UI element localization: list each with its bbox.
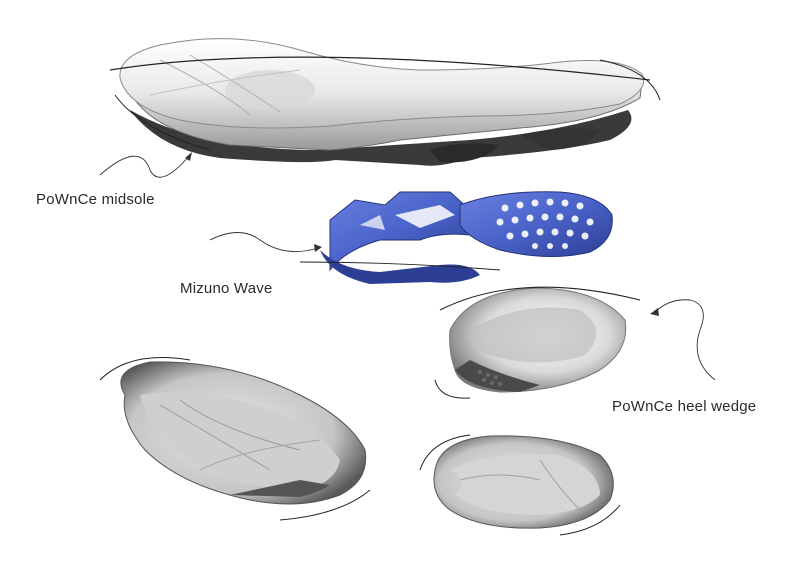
label-powunce-midsole: PoWnCe midsole: [36, 191, 155, 208]
label-mizuno-wave: Mizuno Wave: [180, 280, 273, 297]
heel-wedge-drawing: [434, 286, 641, 399]
outsole-large-drawing: [99, 357, 371, 521]
heel-arrow-head: [650, 308, 659, 316]
outsole-small-drawing: [419, 434, 621, 536]
label-powunce-heel-wedge: PoWnCe heel wedge: [612, 398, 757, 415]
heel-leader-arrow: [654, 299, 716, 381]
midsole-leader-arrow: [99, 154, 191, 178]
mizuno-wave-drawing: [299, 191, 613, 284]
wave-leader-arrow: [209, 232, 319, 253]
midsole-arrow-head: [185, 152, 192, 161]
midsole-drawing: [109, 38, 661, 166]
wave-arrow-head: [314, 244, 322, 252]
